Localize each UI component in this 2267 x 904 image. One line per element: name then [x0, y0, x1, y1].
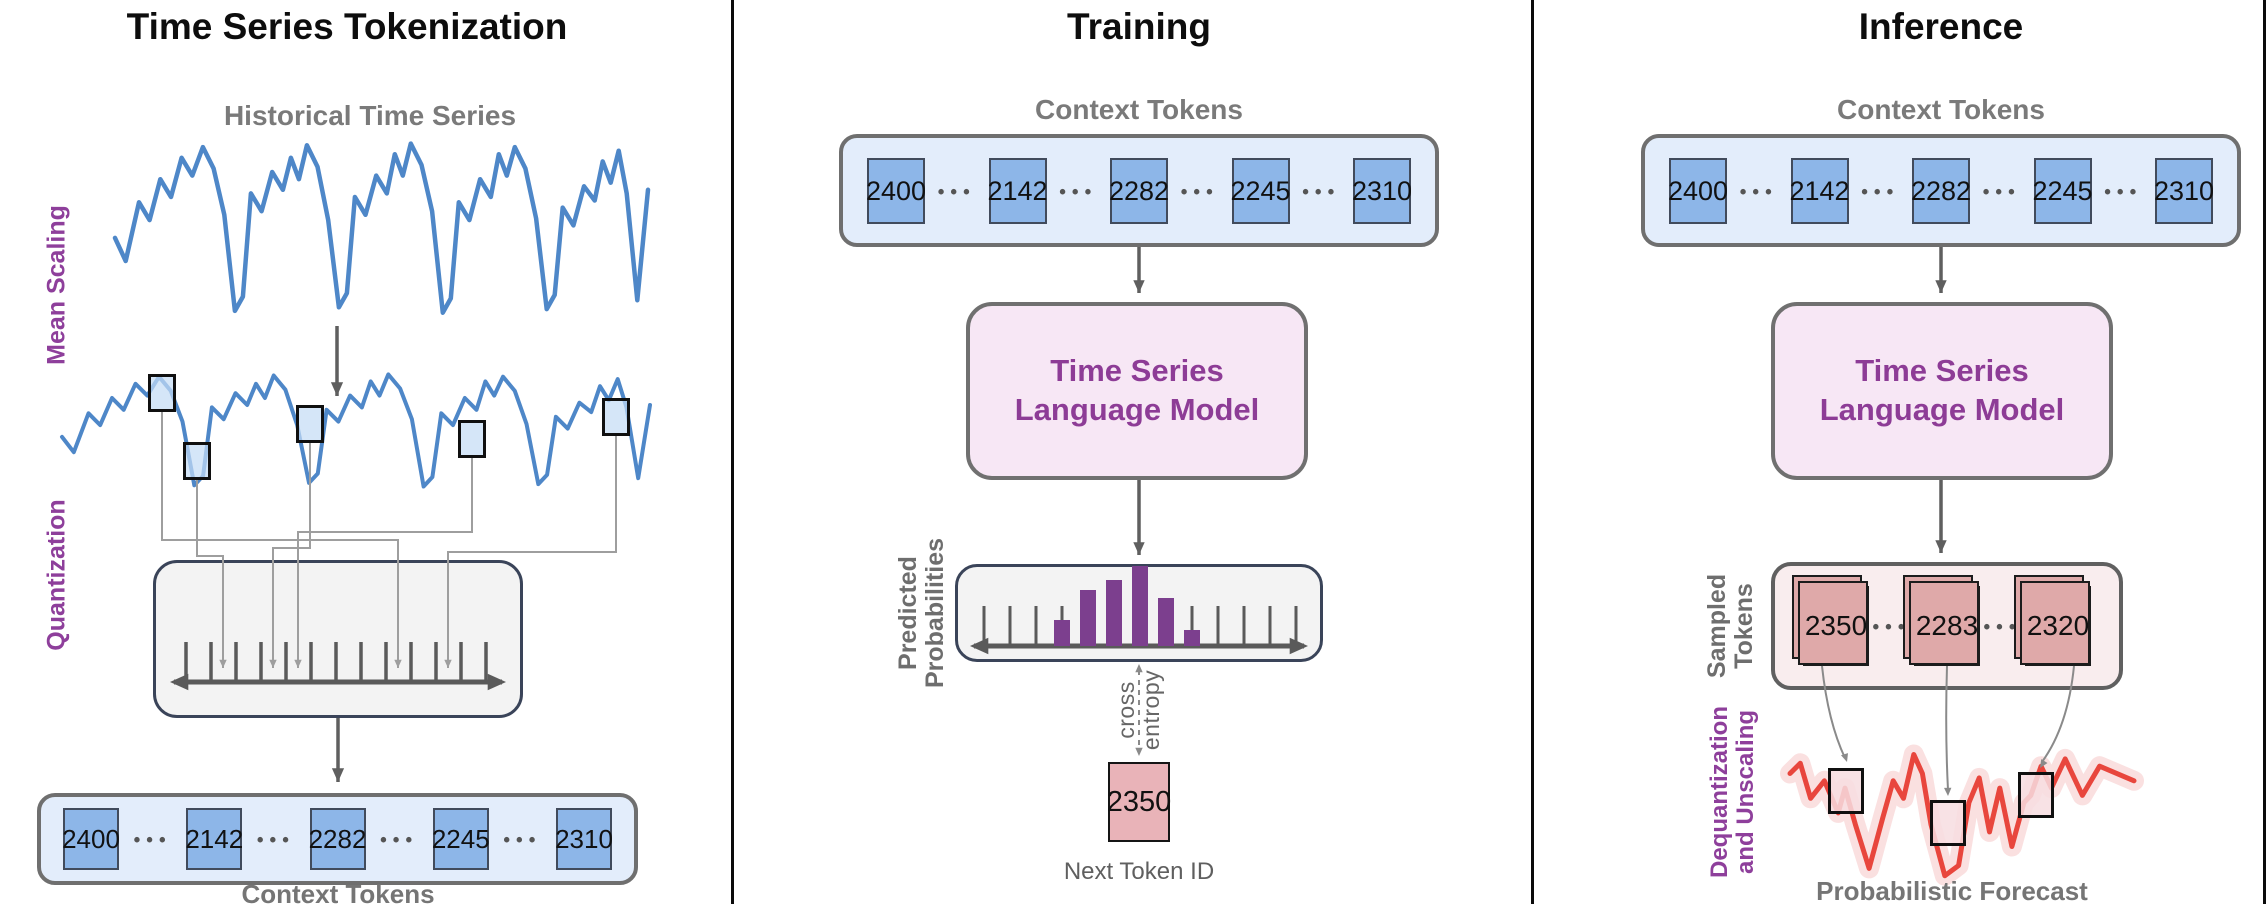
series-token-square [602, 398, 630, 436]
dequantization-line2: and Unscaling [1732, 709, 1759, 875]
predicted-probabilities-box [955, 564, 1323, 662]
model-label-line1: Time Series [1855, 353, 2029, 389]
context-token: 2282 [1911, 158, 1971, 224]
context-token-row-training: 2400 ••• 2142 ••• 2282 ••• 2245 ••• 2310 [866, 157, 1412, 225]
series-token-square [458, 420, 486, 458]
dequantization-line1: Dequantization [1706, 706, 1734, 878]
sampled-label-line1: Sampled [1703, 573, 1731, 679]
sampled-token: 2320 [2014, 575, 2091, 666]
time-series-language-model-box-inference: Time Series Language Model [1771, 302, 2113, 480]
next-token-id-caption: Next Token ID [1063, 858, 1215, 885]
predicted-probabilities-label: Predicted Probabilities [894, 537, 949, 689]
model-label-line2: Language Model [1014, 392, 1260, 427]
panel-title-tokenization: Time Series Tokenization [126, 6, 568, 47]
sampled-token: 2283 [1903, 575, 1980, 666]
panel-title-inference: Inference [1858, 6, 2024, 47]
series-token-square [183, 442, 211, 480]
context-token: 2142 [1789, 158, 1850, 224]
series-token-square [296, 405, 324, 443]
sampled-tokens-label: Sampled Tokens [1703, 573, 1758, 679]
ellipsis: ••• [256, 830, 295, 851]
sampled-token-row: 2350•••2283•••2320 [1792, 575, 2091, 666]
predicted-label-line2: Probabilities [921, 537, 949, 689]
ellipsis: ••• [1302, 182, 1341, 203]
context-tokens-label-training: Context Tokens [1035, 94, 1243, 125]
context-token: 2142 [185, 808, 243, 870]
ellipsis: ••• [1059, 182, 1098, 203]
predicted-label-line1: Predicted [894, 556, 922, 670]
context-token: 2142 [987, 158, 1048, 224]
context-token: 2282 [309, 808, 366, 870]
context-token: 2245 [2032, 158, 2093, 224]
context-token: 2400 [1668, 158, 1728, 224]
historical-series-label: Historical Time Series [223, 100, 517, 131]
model-label-line1: Time Series [1050, 353, 1224, 389]
context-tokens-caption: Context Tokens [241, 879, 435, 904]
panel-divider-1 [731, 0, 734, 904]
sampled-label-line2: Tokens [1730, 583, 1758, 669]
ellipsis: ••• [503, 830, 542, 851]
ellipsis: ••• [1872, 617, 1911, 638]
context-token: 2245 [432, 808, 490, 870]
forecast-token-square [1828, 768, 1864, 814]
panel-divider-2 [1531, 0, 1534, 904]
forecast-token-square [2018, 772, 2054, 818]
ellipsis: ••• [1739, 182, 1778, 203]
context-tokens-label-inference: Context Tokens [1837, 94, 2045, 125]
ellipsis: ••• [937, 182, 976, 203]
cross-entropy-line1: cross [1113, 681, 1140, 739]
context-token: 2310 [1352, 158, 1412, 224]
dequantization-label: Dequantization and Unscaling [1706, 706, 1759, 878]
ellipsis: ••• [380, 830, 419, 851]
probabilistic-forecast-caption: Probabilistic Forecast [1816, 876, 2088, 904]
quantization-label: Quantization [42, 499, 71, 651]
ellipsis: ••• [1180, 182, 1219, 203]
ellipsis: ••• [133, 830, 172, 851]
figure-right-border [2263, 0, 2266, 904]
context-token: 2310 [555, 808, 613, 870]
next-token-id-box: 2350 [1107, 762, 1171, 842]
mean-scaling-label: Mean Scaling [42, 205, 71, 365]
sampled-token: 2350 [1792, 575, 1869, 666]
panel-title-training: Training [1067, 6, 1211, 47]
context-token-row-inference: 2400 ••• 2142 ••• 2282 ••• 2245 ••• 2310 [1668, 157, 2214, 225]
quantization-bins-box [153, 560, 523, 718]
context-token: 2310 [2154, 158, 2214, 224]
ellipsis: ••• [1861, 182, 1900, 203]
series-token-square [148, 374, 176, 412]
context-token: 2282 [1109, 158, 1169, 224]
cross-entropy-line2: entropy [1138, 669, 1164, 751]
ellipsis: ••• [2104, 182, 2143, 203]
forecast-token-square [1930, 800, 1966, 846]
context-token-row-tokenization: 2400 ••• 2142 ••• 2282 ••• 2245 ••• 2310 [62, 807, 613, 871]
cross-entropy-label: cross entropy [1113, 669, 1164, 751]
context-token: 2400 [866, 158, 926, 224]
context-token: 2400 [62, 808, 120, 870]
ellipsis: ••• [1982, 182, 2021, 203]
context-token: 2245 [1230, 158, 1291, 224]
model-label-line2: Language Model [1819, 392, 2065, 427]
time-series-language-model-box-training: Time Series Language Model [966, 302, 1308, 480]
ellipsis: ••• [1983, 617, 2022, 638]
